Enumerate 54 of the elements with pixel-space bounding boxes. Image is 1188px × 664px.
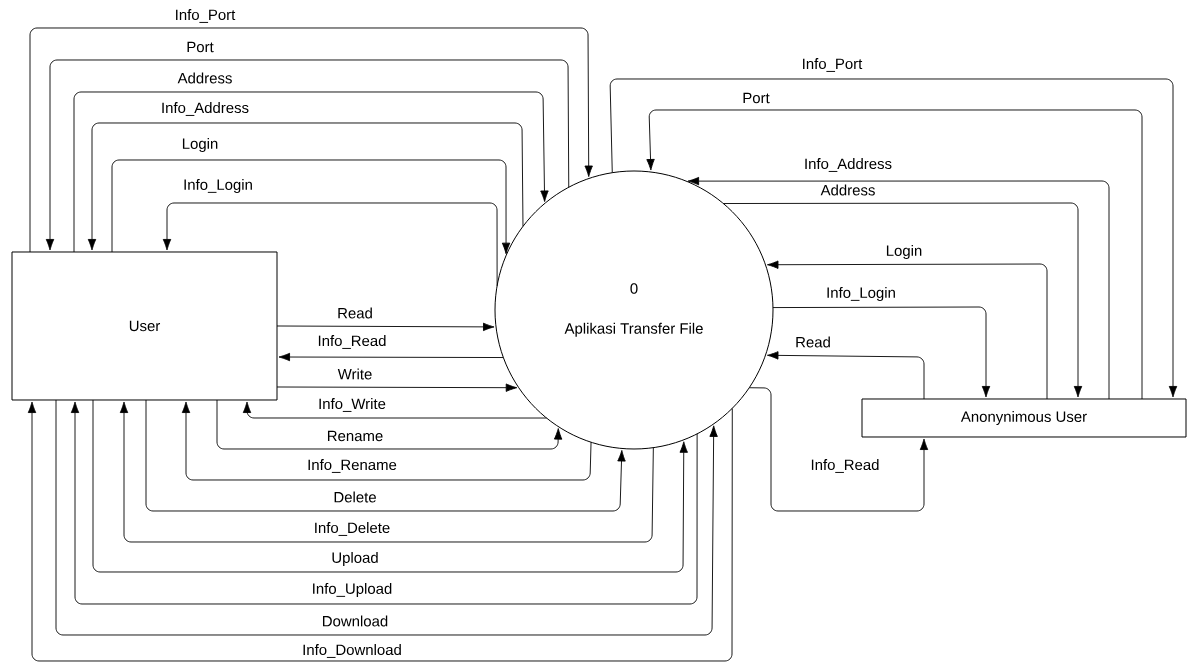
edge-label: Login — [180, 137, 220, 153]
arrow — [45, 59, 570, 251]
edge-label: Info_Address — [160, 101, 251, 117]
entity-box: Anonynimous User — [861, 398, 1187, 438]
edge-label: Login — [884, 244, 924, 260]
edge-label: Info_Port — [173, 8, 237, 24]
arrow — [162, 202, 498, 287]
entity-box: User — [11, 251, 278, 401]
arrow — [766, 260, 1048, 400]
arrow — [73, 91, 549, 253]
edge-label: Download — [320, 614, 390, 628]
edge-label: Info_Rename — [306, 458, 398, 474]
edge-label: Port — [185, 40, 215, 54]
arrow — [687, 176, 1110, 400]
arrow — [646, 109, 1143, 400]
edge-label: Upload — [330, 551, 380, 567]
edge-label: Rename — [325, 429, 385, 443]
arrow — [87, 122, 524, 251]
edge-label: Info_Write — [317, 397, 387, 413]
arrow — [276, 322, 495, 332]
edge-label: Port — [741, 91, 771, 105]
edge-label: Info_Port — [800, 57, 864, 73]
arrow — [722, 202, 1083, 398]
edge-label: Info_Login — [825, 286, 897, 302]
arrow — [216, 399, 563, 450]
edge-label: Read — [794, 335, 832, 349]
edge-label: Info_Address — [803, 157, 894, 173]
edge-label: Address — [176, 71, 234, 85]
edge-label: Write — [336, 367, 374, 381]
edge-label: Info_Delete — [312, 521, 392, 537]
edge-label: Address — [819, 183, 877, 197]
arrow — [181, 401, 592, 481]
arrow — [242, 401, 547, 419]
arrow — [55, 399, 718, 636]
edge-label: Info_Upload — [310, 582, 394, 598]
arrow — [29, 27, 593, 253]
arrow — [276, 383, 518, 392]
arrow — [145, 399, 626, 512]
arrow — [92, 399, 688, 573]
arrow — [772, 306, 991, 398]
arrow — [70, 401, 698, 605]
edge-label: Info_Read — [809, 458, 881, 474]
arrow — [748, 387, 929, 512]
edge-label: Info_Login — [182, 178, 254, 194]
arrow — [766, 351, 925, 400]
arrow — [609, 78, 1178, 398]
edge-label: Info_Read — [316, 334, 388, 350]
arrow — [119, 401, 654, 543]
arrow — [278, 352, 504, 362]
arrow — [111, 159, 511, 255]
edge-label: Info_Download — [301, 643, 403, 659]
edge-label: Delete — [332, 490, 378, 504]
edge-label: Read — [336, 306, 374, 320]
arrow — [27, 401, 733, 662]
